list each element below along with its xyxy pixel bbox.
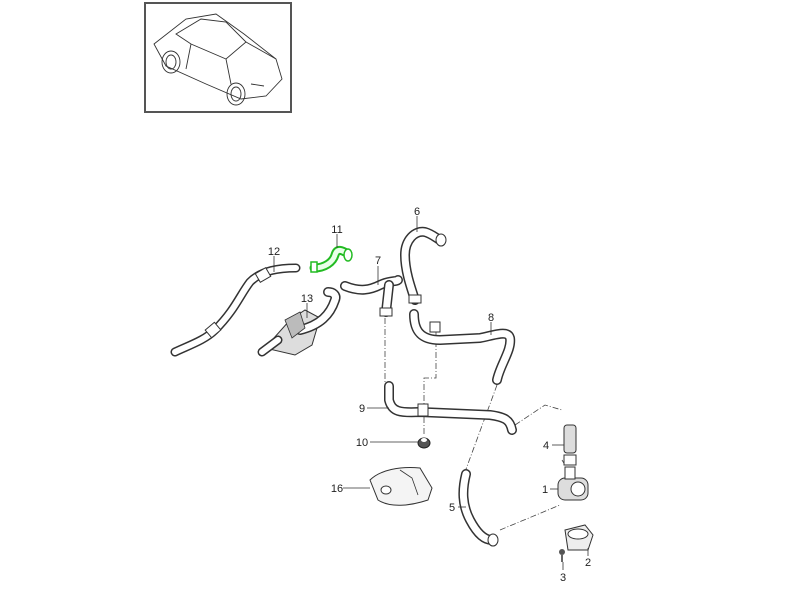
- part-4-connector[interactable]: [563, 424, 577, 466]
- label-part-7[interactable]: 7: [375, 255, 381, 267]
- label-part-16[interactable]: 16: [331, 483, 343, 495]
- label-part-2[interactable]: 2: [585, 557, 591, 569]
- part-7-hose[interactable]: [340, 275, 403, 317]
- part-1-pump[interactable]: [557, 466, 589, 501]
- part-12-hose[interactable]: [170, 263, 301, 357]
- part-8-hose[interactable]: [409, 309, 516, 385]
- part-9-hose[interactable]: [384, 381, 517, 435]
- car-illustration: [153, 13, 283, 106]
- part-labels: 11 12 13 7 6 8 9 10 4 16 1 5 2 3: [268, 206, 591, 584]
- part-16-heat-shield[interactable]: [369, 467, 433, 506]
- part-6-hose[interactable]: [400, 226, 447, 305]
- part-10-grommet[interactable]: [417, 437, 431, 449]
- label-part-1[interactable]: 1: [542, 484, 548, 496]
- part-2-bracket[interactable]: [564, 524, 594, 551]
- leader-lines: [273, 216, 589, 570]
- label-part-10[interactable]: 10: [356, 437, 368, 449]
- label-part-9[interactable]: 9: [359, 403, 365, 415]
- label-part-3[interactable]: 3: [560, 572, 566, 584]
- vehicle-thumbnail: [144, 2, 292, 113]
- part-11-hose-highlighted[interactable]: [309, 245, 353, 273]
- label-part-8[interactable]: 8: [488, 312, 494, 324]
- label-part-5[interactable]: 5: [449, 502, 455, 514]
- part-3-bolt[interactable]: [559, 549, 565, 562]
- label-part-6[interactable]: 6: [414, 206, 420, 218]
- label-part-12[interactable]: 12: [268, 246, 280, 258]
- part-5-hose[interactable]: [458, 469, 499, 547]
- label-part-11[interactable]: 11: [331, 224, 342, 236]
- label-part-13[interactable]: 13: [301, 293, 313, 305]
- part-13-valve[interactable]: [257, 287, 341, 357]
- label-part-4[interactable]: 4: [543, 440, 549, 452]
